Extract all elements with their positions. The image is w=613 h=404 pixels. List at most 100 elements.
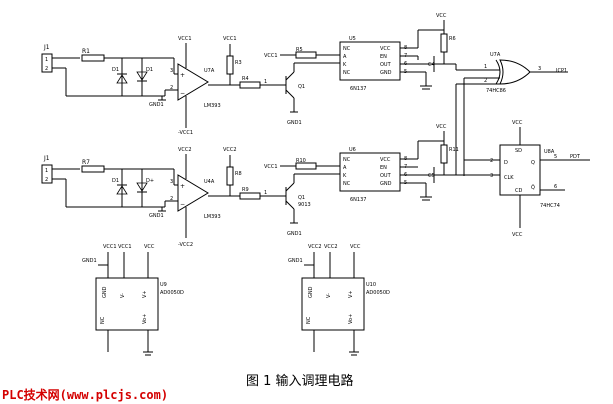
svg-text:NC: NC bbox=[306, 316, 312, 324]
resistor-ref: R4 bbox=[242, 76, 249, 82]
svg-text:1: 1 bbox=[484, 64, 487, 70]
capacitor-ref: C4 bbox=[428, 62, 435, 68]
svg-text:K: K bbox=[343, 173, 347, 179]
opto-ref: U6 bbox=[349, 147, 356, 153]
svg-text:NC: NC bbox=[343, 70, 351, 76]
svg-text:CLK: CLK bbox=[504, 175, 514, 181]
opto-ref: U5 bbox=[349, 36, 356, 42]
comparator-u7a bbox=[177, 63, 209, 101]
svg-text:2: 2 bbox=[490, 158, 493, 164]
module-part: AD0050D bbox=[366, 290, 390, 296]
svg-text:R9: R9 bbox=[242, 187, 249, 193]
diode-d1 bbox=[116, 74, 128, 84]
watermark: PLC技术网(www.plcjs.com) bbox=[2, 387, 168, 402]
svg-text:3: 3 bbox=[490, 173, 493, 179]
svg-text:D1: D1 bbox=[112, 178, 119, 184]
svg-text:OUT: OUT bbox=[380, 173, 392, 179]
svg-text:Vo+: Vo+ bbox=[348, 314, 354, 324]
svg-text:GND1: GND1 bbox=[82, 258, 97, 264]
dff-ref: U8A bbox=[544, 149, 555, 155]
comparator-plus: + bbox=[180, 72, 185, 79]
opto-part: 6N137 bbox=[350, 197, 366, 203]
module-ref: U9 bbox=[160, 282, 167, 288]
channel-1: J1 1 2 R1 D1 D1 GND1 + − 3 2 VCC1 bbox=[41, 13, 500, 136]
svg-text:VCC2: VCC2 bbox=[324, 244, 338, 250]
resistor-ref: R6 bbox=[449, 36, 456, 42]
xor-input-arc bbox=[495, 59, 501, 85]
resistor-r1 bbox=[81, 54, 105, 62]
diode-d4 bbox=[136, 182, 148, 192]
connector-j2 bbox=[41, 164, 53, 184]
comparator-ref: U7A bbox=[204, 68, 215, 74]
opto-right-pins: VCC EN OUT GND 8 7 6 5 bbox=[380, 45, 407, 76]
resistor-r4 bbox=[239, 81, 261, 89]
svg-text:2: 2 bbox=[484, 78, 487, 84]
resistor-r7 bbox=[81, 165, 105, 173]
svg-text:V+: V+ bbox=[348, 290, 354, 298]
connector-pin: 2 bbox=[45, 66, 48, 72]
svg-text:1: 1 bbox=[45, 168, 48, 174]
power-module-u10: GND1 VCC2 VCC2 VCC GND V- V+ NC Vo+ U10 … bbox=[288, 244, 390, 356]
svg-text:GND1: GND1 bbox=[288, 258, 303, 264]
svg-text:−: − bbox=[180, 201, 185, 208]
power-label: VCC1 bbox=[264, 53, 278, 59]
svg-text:VCC: VCC bbox=[436, 124, 447, 130]
resistor-ref: R3 bbox=[235, 60, 242, 66]
pin-number: 1 bbox=[264, 79, 267, 85]
svg-text:A: A bbox=[343, 54, 347, 60]
power-label: -VCC1 bbox=[178, 130, 193, 136]
comparator-ref: U4A bbox=[204, 179, 215, 185]
xor-gate: U7A 1 2 3 ICP1 74HC86 bbox=[463, 52, 568, 176]
svg-text:Q: Q bbox=[531, 160, 535, 166]
diode-d3 bbox=[116, 185, 128, 195]
power-label: VCC1 bbox=[223, 36, 237, 42]
svg-text:R10: R10 bbox=[296, 158, 306, 164]
svg-text:2: 2 bbox=[170, 196, 173, 202]
connector-ref: J1 bbox=[43, 155, 50, 162]
svg-text:VCC2: VCC2 bbox=[308, 244, 322, 250]
ground-label: GND1 bbox=[149, 102, 164, 108]
svg-text:1: 1 bbox=[264, 190, 267, 196]
svg-text:NC: NC bbox=[343, 181, 351, 187]
resistor-r11 bbox=[440, 144, 448, 164]
comparator-part: LM393 bbox=[204, 214, 221, 220]
comparator-u4a bbox=[177, 174, 209, 212]
resistor-ref: R5 bbox=[296, 47, 303, 53]
svg-text:K: K bbox=[343, 62, 347, 68]
svg-text:2: 2 bbox=[45, 177, 48, 183]
opto-u5 bbox=[339, 41, 401, 81]
net-label-icp1: ICP1 bbox=[556, 68, 567, 74]
svg-text:R11: R11 bbox=[449, 147, 459, 153]
svg-text:3: 3 bbox=[538, 66, 541, 72]
svg-text:NC: NC bbox=[100, 316, 106, 324]
svg-text:9013: 9013 bbox=[298, 202, 311, 208]
resistor-ref: R1 bbox=[82, 48, 90, 55]
svg-text:3: 3 bbox=[170, 179, 173, 185]
comparator-part: LM393 bbox=[204, 103, 221, 109]
svg-text:VCC1: VCC1 bbox=[264, 164, 278, 170]
svg-text:VCC1: VCC1 bbox=[118, 244, 132, 250]
svg-text:EN: EN bbox=[380, 165, 387, 171]
connector-ref: J1 bbox=[43, 44, 50, 51]
svg-text:VCC1: VCC1 bbox=[103, 244, 117, 250]
opto-left-pins: NC A K NC bbox=[343, 46, 351, 76]
dff-part: 74HC74 bbox=[540, 203, 560, 209]
svg-text:GND: GND bbox=[102, 286, 108, 298]
xor-part: 74HC86 bbox=[486, 88, 506, 94]
figure-caption: 图 1 输入调理电路 bbox=[246, 373, 354, 389]
ground-label: GND1 bbox=[149, 213, 164, 219]
connector-pin: 1 bbox=[45, 57, 48, 63]
svg-text:+: + bbox=[180, 183, 185, 190]
svg-text:VCC: VCC bbox=[380, 46, 391, 52]
comparator-pin: 2 bbox=[170, 85, 173, 91]
comparator-minus: − bbox=[180, 90, 185, 97]
channel-2: J1 1 2 R7 D1 D+ GND1 + − 3 2 VCC2 U4A LM… bbox=[41, 83, 500, 248]
transistor-ref: Q1 bbox=[298, 84, 305, 90]
svg-text:VCC: VCC bbox=[512, 232, 523, 238]
svg-text:V+: V+ bbox=[142, 290, 148, 298]
resistor-r9 bbox=[239, 192, 261, 200]
diode-d2 bbox=[136, 71, 148, 81]
svg-text:VCC: VCC bbox=[512, 120, 523, 126]
opto-u6 bbox=[339, 152, 401, 192]
